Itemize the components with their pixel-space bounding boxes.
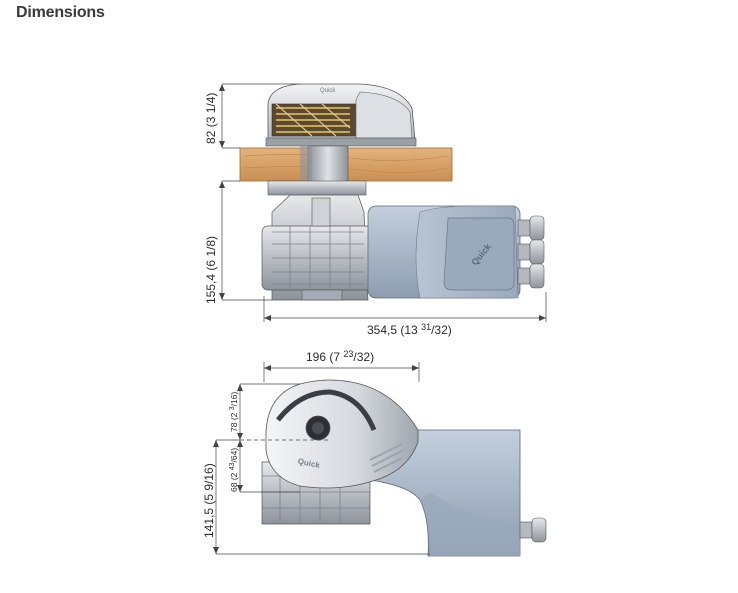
dimension-lines-front <box>215 362 430 555</box>
front-elevation-view: Quick 196 (7 23/32) 78 (2 <box>202 349 547 557</box>
total-height-label: 141,5 (5 9/16) <box>202 463 216 538</box>
overall-width-label: 354,5 (13 31/32) <box>367 322 452 337</box>
side-elevation-view: Quick Quick <box>204 83 547 337</box>
drum-width-label: 196 (7 23/32) <box>306 349 374 364</box>
motor-housing: Quick <box>367 205 521 299</box>
capstan-cap: Quick <box>265 83 417 147</box>
gearbox <box>261 194 373 301</box>
dimension-lines-top <box>221 83 547 322</box>
dimension-arrows-top <box>219 84 546 321</box>
body-height-label: 155,4 (6 1/8) <box>204 236 218 304</box>
cable-glands <box>517 215 545 289</box>
page-title: Dimensions <box>16 4 105 21</box>
cap-logo: Quick <box>320 88 336 94</box>
top-height-label: 82 (3 1/4) <box>204 93 218 144</box>
drum-cover: Quick <box>265 379 419 489</box>
lower-offset-label: 68 (2 43/64) <box>229 448 239 492</box>
upper-offset-label: 78 (2 3/16) <box>229 392 239 432</box>
dimension-arrows-front <box>213 365 419 554</box>
mounting-flange <box>267 180 367 196</box>
motor-body-front <box>369 429 547 557</box>
